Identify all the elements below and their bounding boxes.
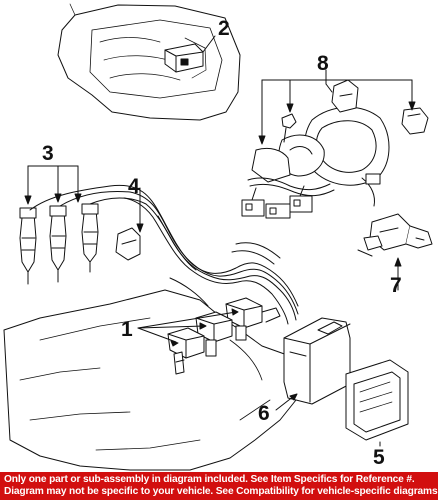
- callout-5: 5: [373, 446, 385, 469]
- sensor-module-2: [164, 35, 216, 73]
- callout-6: 6: [258, 402, 270, 425]
- callout-4: 4: [128, 175, 140, 198]
- ignition-system-diagram: 2 8 3 4 7 1 6 5: [3, 3, 433, 471]
- module-5: [345, 359, 409, 447]
- spark-plug-wire-4: [115, 187, 144, 261]
- upper-engine-block: [57, 3, 241, 121]
- disclaimer-line-1: Only one part or sub-assembly in diagram…: [4, 474, 415, 485]
- ignition-wire-harness: [29, 184, 299, 325]
- ignition-coils-1: [137, 297, 281, 375]
- disclaimer-line-2: Diagram may not be specific to your vehi…: [4, 486, 438, 497]
- spark-plugs-3: [19, 165, 99, 285]
- distributor-assembly-8: [241, 69, 429, 219]
- callout-3: 3: [42, 142, 54, 165]
- callout-1: 1: [121, 318, 133, 341]
- ignition-lock-7: [357, 213, 433, 291]
- callout-7: 7: [390, 274, 402, 297]
- callout-2: 2: [218, 17, 230, 40]
- control-module-6: [275, 317, 351, 411]
- disclaimer-footer: Only one part or sub-assembly in diagram…: [0, 472, 438, 500]
- callout-8: 8: [317, 52, 329, 75]
